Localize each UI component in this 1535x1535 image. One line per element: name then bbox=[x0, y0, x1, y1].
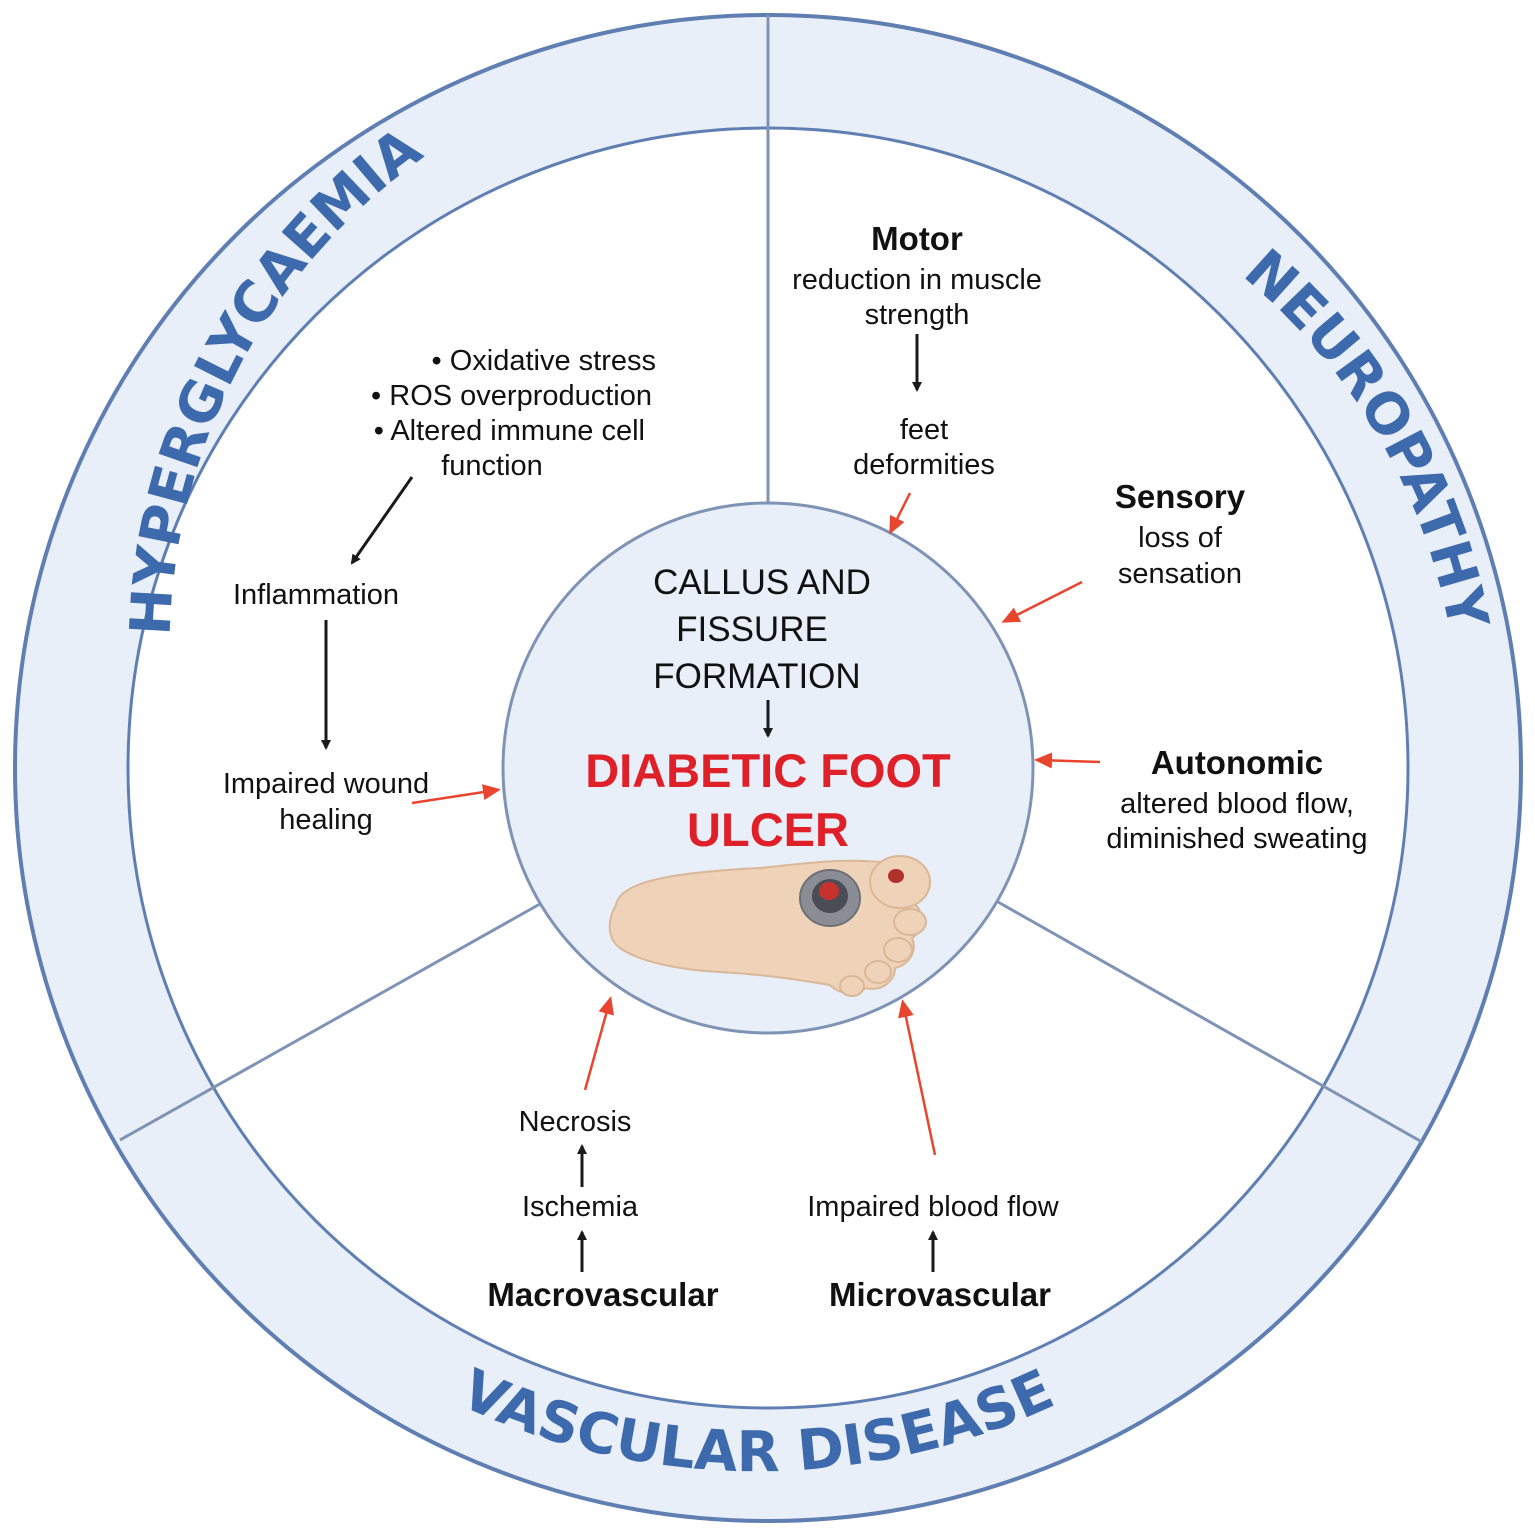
autonomic-line-2: diminished sweating bbox=[1106, 823, 1367, 855]
sensory-to-center-arrow bbox=[1001, 580, 1083, 623]
impaired-wound-to-ulcer-arrow bbox=[411, 784, 501, 805]
sensory-line-2: sensation bbox=[1118, 558, 1242, 590]
hyper-bullet-3-cont: function bbox=[441, 450, 543, 482]
impaired-blood-flow-text: Impaired blood flow bbox=[807, 1191, 1060, 1223]
necrosis-text: Necrosis bbox=[519, 1106, 632, 1138]
toe-ulcer bbox=[888, 869, 904, 883]
sensory-line-1: loss of bbox=[1138, 522, 1223, 554]
foot-illustration bbox=[608, 855, 931, 997]
divider-bottom-right bbox=[997, 900, 1423, 1144]
hyper-bullet-3: • Altered immune cell bbox=[374, 415, 645, 447]
toe-2 bbox=[893, 908, 927, 936]
ulcer-line-2: ULCER bbox=[687, 803, 849, 856]
divider-bottom-left bbox=[119, 898, 548, 1142]
bullets-to-inflammation-arrow bbox=[350, 476, 414, 565]
hyper-bullet-1: • Oxidative stress bbox=[432, 345, 657, 377]
impaired-wound-line-2: healing bbox=[279, 804, 373, 836]
sole-ulcer-core bbox=[819, 882, 839, 900]
autonomic-to-center-arrow bbox=[1034, 752, 1101, 769]
ischemia-text: Ischemia bbox=[522, 1191, 639, 1223]
feet-line-1: feet bbox=[900, 414, 948, 446]
autonomic-title: Autonomic bbox=[1151, 744, 1323, 781]
ulcer-line-1: DIABETIC FOOT bbox=[585, 744, 951, 797]
motor-line-1: reduction in muscle bbox=[792, 264, 1042, 296]
toe-3 bbox=[883, 937, 913, 963]
sensory-title: Sensory bbox=[1115, 478, 1246, 515]
necrosis-to-ulcer-arrow bbox=[583, 996, 614, 1091]
autonomic-line-1: altered blood flow, bbox=[1120, 788, 1354, 820]
feet-line-2: deformities bbox=[853, 449, 995, 481]
microvascular-text: Microvascular bbox=[829, 1276, 1051, 1313]
motor-title: Motor bbox=[871, 220, 963, 257]
inflammation-text: Inflammation bbox=[233, 579, 399, 611]
toe-4 bbox=[864, 960, 892, 984]
impaired-flow-to-ulcer-arrow bbox=[898, 999, 937, 1156]
callus-line-1: CALLUS AND bbox=[653, 563, 871, 602]
toe-5 bbox=[839, 975, 865, 997]
hyper-bullet-2: • ROS overproduction bbox=[371, 380, 652, 412]
macrovascular-text: Macrovascular bbox=[487, 1276, 718, 1313]
callus-line-3: FORMATION bbox=[653, 657, 860, 696]
feet-to-callus-arrow bbox=[889, 492, 912, 535]
motor-line-2: strength bbox=[865, 299, 970, 331]
impaired-wound-line-1: Impaired wound bbox=[223, 768, 429, 800]
callus-line-2: FISSURE bbox=[676, 610, 828, 649]
